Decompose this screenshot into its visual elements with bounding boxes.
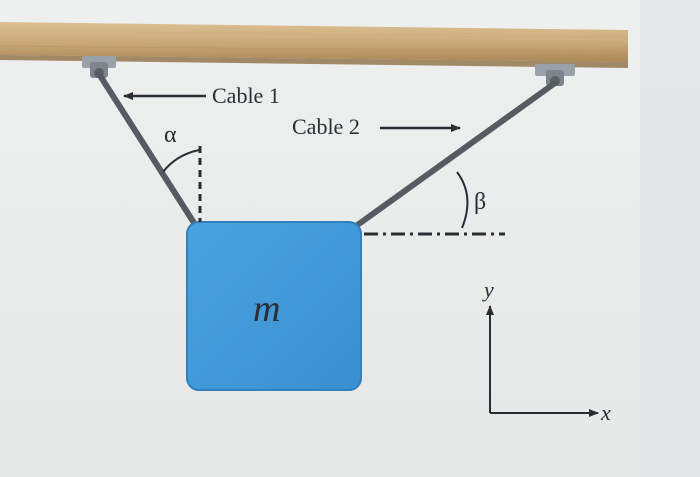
ceiling-board bbox=[0, 22, 629, 68]
x-axis-label: x bbox=[600, 400, 611, 425]
screen-edge-shade bbox=[640, 0, 700, 477]
cable-2-label: Cable 2 bbox=[292, 114, 360, 139]
alpha-arc bbox=[162, 149, 200, 173]
beta-arc bbox=[456, 171, 469, 229]
cable-1-label: Cable 1 bbox=[212, 83, 280, 108]
cable-2 bbox=[353, 80, 558, 229]
mass-label: m bbox=[253, 288, 280, 330]
alpha-label: α bbox=[164, 122, 177, 148]
y-axis-label: y bbox=[482, 277, 494, 302]
cable-1 bbox=[96, 71, 199, 229]
mass-block bbox=[186, 221, 362, 391]
beta-label: β bbox=[474, 189, 486, 215]
